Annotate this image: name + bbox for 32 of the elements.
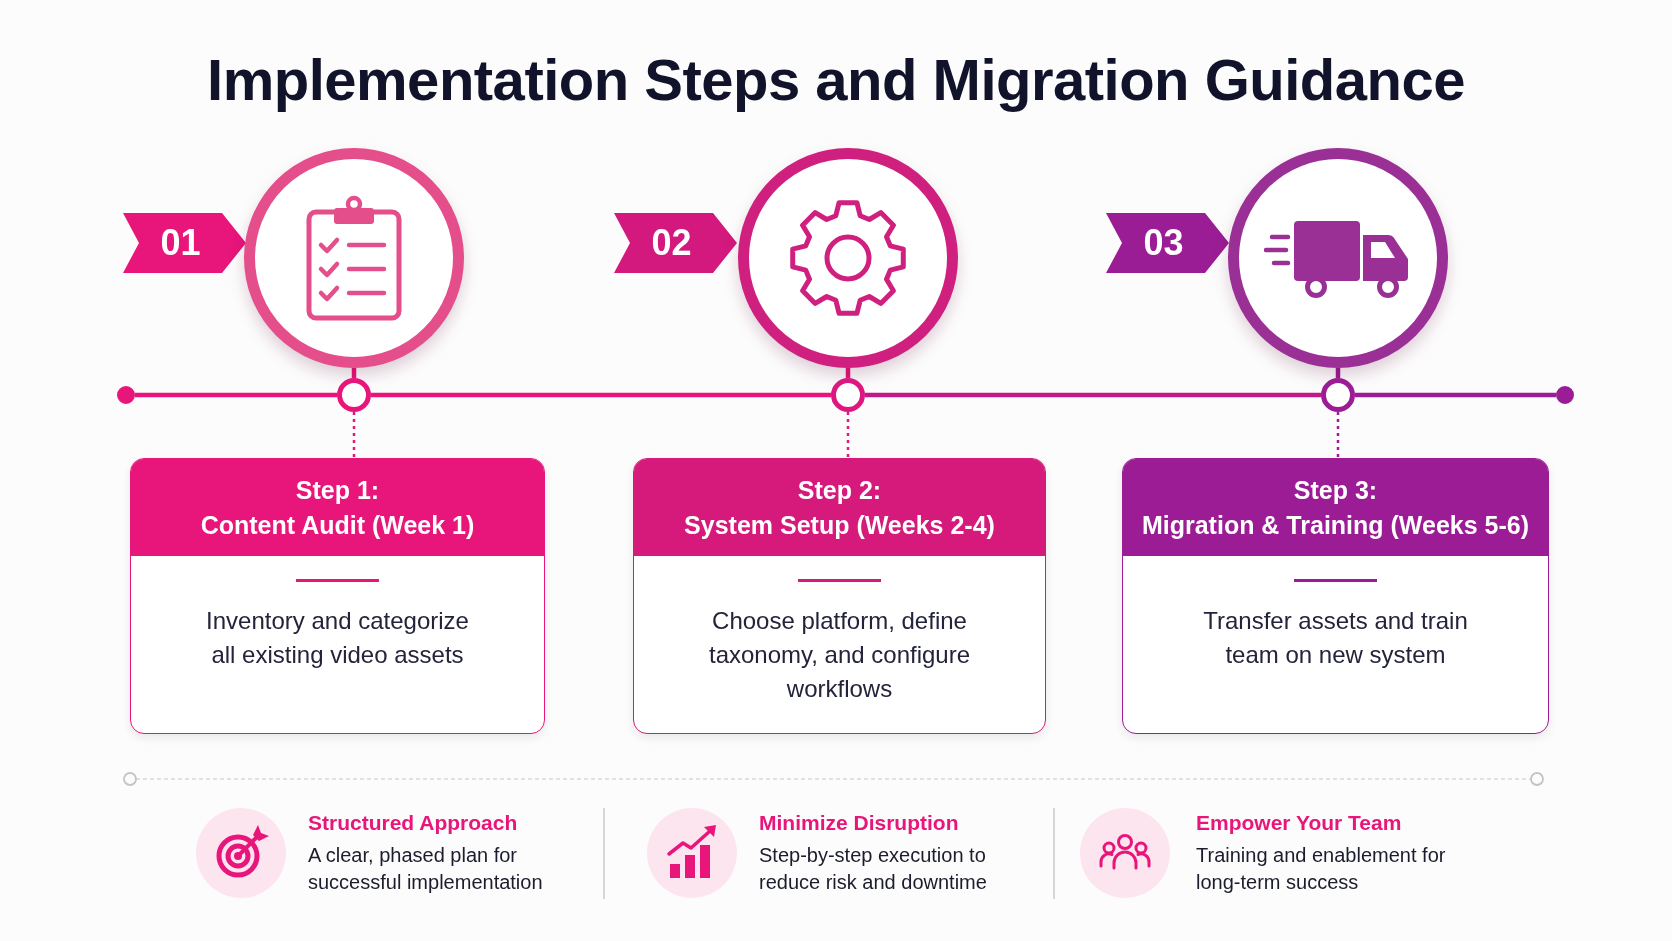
step-description: Transfer assets and train team on new system: [1202, 606, 1469, 670]
step-number-tag: 02: [614, 213, 737, 273]
step-number-label: Step 1:: [295, 474, 380, 506]
feature-heading: Empower Your Team: [1196, 811, 1402, 834]
dotted-connector: [1336, 412, 1340, 458]
step-number-tag: 03: [1106, 213, 1229, 273]
step-number-label: Step 3:: [1293, 474, 1378, 506]
timeline-segment: [1355, 392, 1556, 398]
step-description: Choose platform, define taxonomy, and configure workflows: [707, 606, 971, 704]
timeline-segment: [865, 392, 1321, 398]
step-card: [1122, 458, 1549, 734]
step-title: Migration & Training (Weeks 5-6): [1141, 509, 1530, 541]
feature-description: Training and enablement for long-term success: [1196, 844, 1446, 893]
step-card: [633, 458, 1046, 734]
step-title: Content Audit (Week 1): [200, 509, 475, 541]
feature-description: A clear, phased plan for successful implementation: [308, 844, 543, 893]
step-number-label: Step 2:: [797, 474, 882, 506]
feature-heading: Structured Approach: [308, 811, 518, 834]
title: Implementation Steps and Migration Guidance: [207, 47, 1465, 113]
timeline-segment: [371, 392, 831, 398]
step-title: System Setup (Weeks 2-4): [684, 509, 995, 541]
feature-heading: Minimize Disruption: [759, 811, 959, 834]
timeline-node: [831, 378, 865, 412]
timeline-node: [1321, 378, 1355, 412]
timeline-segment: [135, 392, 337, 398]
dotted-connector: [846, 412, 850, 458]
step-card: [130, 458, 545, 734]
dotted-connector: [352, 412, 356, 458]
feature-description: Step-by-step execution to reduce risk and downtime: [759, 844, 987, 893]
step-number-tag: 01: [123, 213, 246, 273]
step-description: Inventory and categorize all existing video assets: [205, 606, 470, 670]
timeline-node: [337, 378, 371, 412]
